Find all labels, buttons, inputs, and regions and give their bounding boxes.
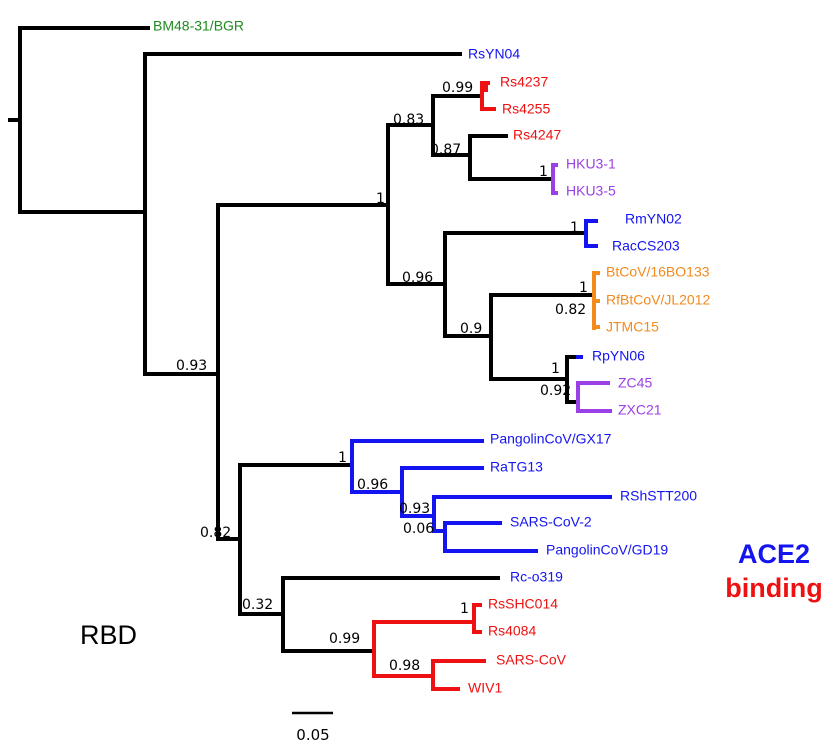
tip-label: Rs4247 (513, 127, 561, 143)
branches-orange (592, 271, 600, 330)
branch-sarscov-clade (431, 659, 486, 691)
tip-label: RpYN06 (592, 348, 645, 364)
support-value: 1 (460, 601, 469, 617)
support-value: 0.82 (200, 525, 231, 541)
support-value: 0.93 (399, 501, 430, 517)
support-value: 0.32 (242, 597, 273, 613)
branch-zc45-clade (576, 381, 612, 413)
branch-rsshc014-clade (472, 603, 482, 634)
branch-node-083 (431, 94, 482, 157)
branch-pangolin-gx17-node (350, 439, 484, 494)
support-value: 1 (551, 361, 560, 377)
branch-node-032 (281, 576, 500, 653)
branches-purple (551, 163, 612, 413)
tip-label: HKU3-1 (566, 156, 616, 172)
support-value: 0.99 (329, 631, 360, 647)
support-value: 1 (338, 450, 347, 466)
branch-node-093 (216, 203, 388, 541)
tip-label: PangolinCoV/GX17 (490, 431, 612, 447)
scale-bar-label: 0.05 (296, 726, 329, 744)
tip-label: ZC45 (618, 375, 652, 391)
tip-label: Rs4237 (500, 74, 548, 90)
branches-red (372, 81, 496, 691)
legend: ACE2 binding (725, 539, 822, 603)
branch-node-rpyn06 (565, 355, 578, 404)
tip-label: PangolinCoV/GD19 (546, 542, 668, 558)
support-value: 0.9 (460, 321, 482, 337)
legend-binding: binding (725, 573, 822, 603)
support-value: 0.98 (389, 658, 420, 674)
tip-label: HKU3-5 (566, 183, 616, 199)
branch-ingroup (143, 52, 462, 376)
tip-label: Rc-o319 (510, 569, 563, 585)
support-value: 1 (539, 164, 548, 180)
tip-label: ZXC21 (618, 402, 662, 418)
branch-hku3-clade (551, 163, 558, 195)
tip-labels: BM48-31/BGR RsYN04 Rs4237 Rs4255 Rs4247 … (153, 18, 710, 696)
tip-label: BM48-31/BGR (153, 18, 244, 34)
branch-node-09 (489, 293, 594, 381)
branch-btcov-clade (592, 271, 600, 330)
tip-label: BtCoV/16BO133 (606, 264, 710, 280)
tip-label: RsYN04 (468, 46, 520, 62)
support-value: 0.93 (176, 358, 207, 374)
branch-node-082-lower (238, 463, 352, 616)
tip-label: JTMC15 (606, 319, 659, 335)
tip-label: WIV1 (468, 680, 502, 696)
support-value: 0.92 (540, 383, 571, 399)
branch-sars-clade (372, 620, 474, 678)
scale-bar: 0.05 (292, 711, 333, 744)
tip-label: RaTG13 (490, 459, 543, 475)
support-value: 0.82 (555, 302, 586, 318)
support-value: 1 (579, 280, 588, 296)
panel-label: RBD (80, 620, 137, 650)
tip-label: RShSTT200 (620, 488, 697, 504)
tip-label: RmYN02 (625, 211, 682, 227)
tip-label: SARS-CoV (496, 652, 567, 668)
branch-rshstt200-node (432, 495, 612, 533)
support-value: 0.87 (430, 142, 461, 158)
tip-label: Rs4084 (488, 623, 536, 639)
branches-blue (350, 219, 612, 553)
branch-node-upper-1 (386, 123, 445, 286)
support-value: 0.99 (442, 80, 473, 96)
support-value: 0.96 (402, 270, 433, 286)
support-values: 0.99 0.83 0.87 1 1 1 0.96 1 0.82 0.9 1 0… (176, 80, 588, 674)
branch-sars2-node (443, 521, 538, 553)
branch-rmyn02-clade (584, 219, 598, 248)
branch-node-087 (468, 134, 553, 181)
branch-root (18, 26, 150, 214)
tip-label: RfBtCoV/JL2012 (606, 292, 710, 308)
support-value: 1 (570, 220, 579, 236)
branch-ratg13-node (400, 466, 484, 518)
legend-ace2: ACE2 (738, 539, 810, 569)
tip-label: RacCS203 (612, 238, 680, 254)
tip-label: Rs4255 (502, 101, 550, 117)
support-value: 0.83 (393, 112, 424, 128)
support-value: 0.96 (357, 477, 388, 493)
support-value: 0.06 (403, 521, 434, 537)
branches-black (8, 26, 594, 653)
support-value: 1 (376, 191, 385, 207)
branch-node-096 (443, 231, 586, 338)
tip-label: SARS-CoV-2 (510, 514, 592, 530)
tip-label: RsSHC014 (488, 596, 558, 612)
